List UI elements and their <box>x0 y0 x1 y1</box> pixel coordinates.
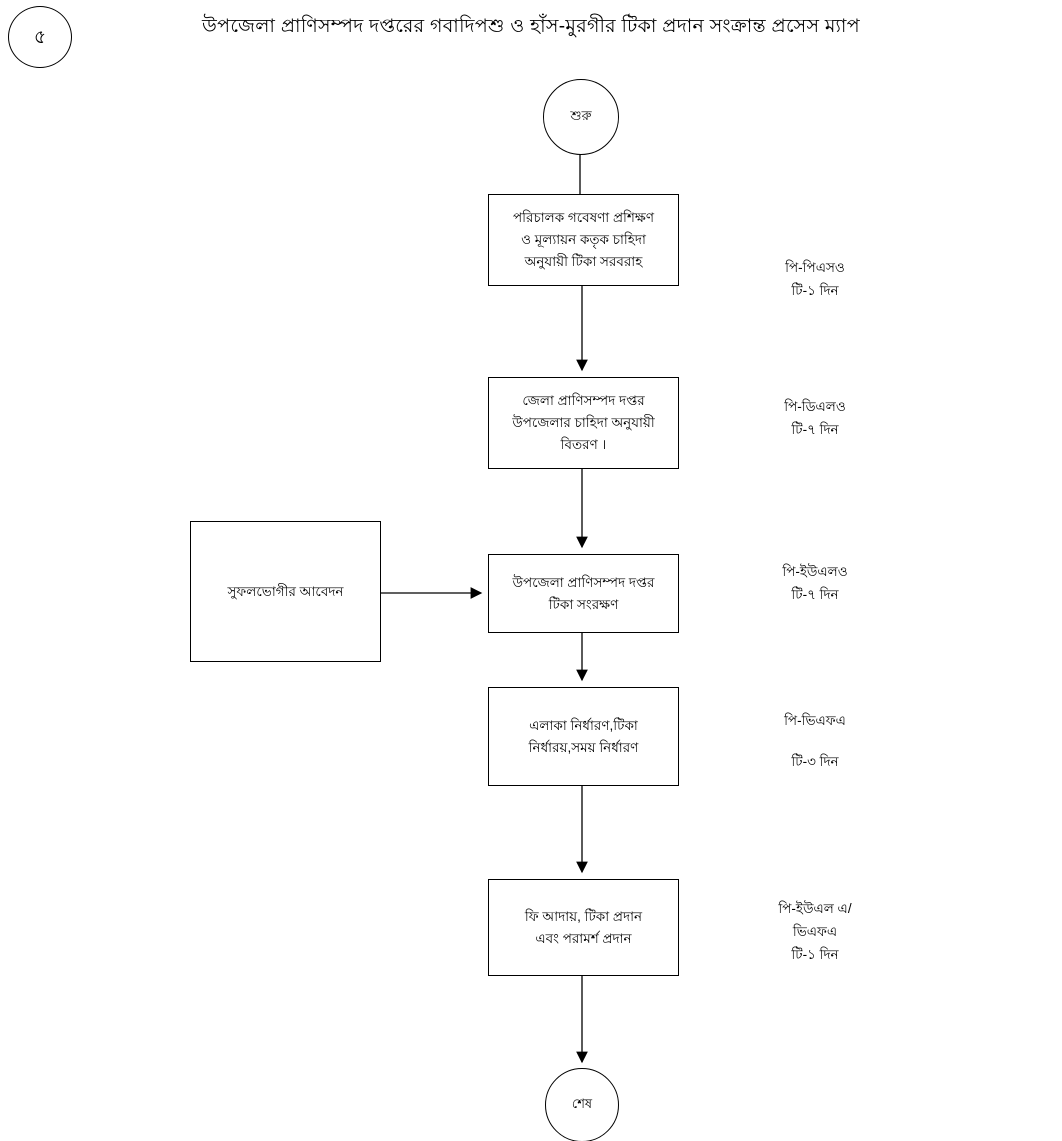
annotation-ulo: পি-ইউএলও টি-৭ দিন <box>720 560 910 606</box>
process-box-district: জেলা প্রাণিসম্পদ দপ্তর উপজেলার চাহিদা অন… <box>488 377 679 469</box>
annotation-line: পি-পিএসও <box>785 260 845 275</box>
annotation-line: ভিএফএ <box>792 924 838 940</box>
process-box-deliver-text: ফি আদায়, টিকা প্রদান এবং পরামর্শ প্রদান <box>525 906 642 950</box>
annotation-line: পি-ভিএফএ <box>784 713 846 728</box>
end-label: শেষ <box>571 1095 593 1111</box>
input-box-applicant: সুফলভোগীর আবেদন <box>190 521 381 662</box>
text-line: নির্ধারয়,সময় নির্ধারণ <box>528 739 639 755</box>
annotation-dlo: পি-ডিএলও টি-৭ দিন <box>720 395 910 441</box>
annotation-ulvfa: পি-ইউএল এ/ ভিএফএ টি-১ দিন <box>720 897 910 967</box>
process-box-deliver: ফি আদায়, টিকা প্রদান এবং পরামর্শ প্রদান <box>488 879 679 976</box>
text-line: এবং পরামর্শ প্রদান <box>535 930 632 946</box>
text-line: এলাকা নির্ধারণ,টিকা <box>529 717 638 733</box>
annotation-line: পি-ইউএলও <box>782 564 848 579</box>
text-line: উপজেলার চাহিদা অনুযায়ী <box>512 415 655 431</box>
page-number-badge: ৫ <box>8 6 72 68</box>
text-line: অনুযায়ী টিকা সরবরাহ <box>524 253 643 269</box>
process-box-plan-text: এলাকা নির্ধারণ,টিকা নির্ধারয়,সময় নির্ধ… <box>529 715 639 759</box>
annotation-psoo: পি-পিএসও টি-১ দিন <box>720 256 910 302</box>
process-box-store: উপজেলা প্রাণিসম্পদ দপ্তর টিকা সংরক্ষণ <box>488 554 679 633</box>
text-line: সুফলভোগীর আবেদন <box>227 583 344 599</box>
page-title: উপজেলা প্রাণিসম্পদ দপ্তরের গবাদিপশু ও হা… <box>202 16 860 37</box>
start-terminator: শুরু <box>543 79 619 155</box>
process-box-district-text: জেলা প্রাণিসম্পদ দপ্তর উপজেলার চাহিদা অন… <box>512 390 655 456</box>
annotation-line: টি-৭ দিন <box>791 587 839 603</box>
annotation-line: পি-ইউএল এ/ <box>778 901 852 916</box>
process-box-supply: পরিচালক গবেষণা প্রশিক্ষণ ও মূল্যায়ন কতৃ… <box>488 194 679 286</box>
process-box-supply-text: পরিচালক গবেষণা প্রশিক্ষণ ও মূল্যায়ন কতৃ… <box>513 207 654 273</box>
text-line: উপজেলা প্রাণিসম্পদ দপ্তর <box>512 574 655 590</box>
text-line: টিকা সংরক্ষণ <box>548 596 619 612</box>
input-box-applicant-text: সুফলভোগীর আবেদন <box>228 581 344 603</box>
annotation-line: টি-১ দিন <box>791 947 839 963</box>
process-box-plan: এলাকা নির্ধারণ,টিকা নির্ধারয়,সময় নির্ধ… <box>488 687 679 786</box>
text-line: পরিচালক গবেষণা প্রশিক্ষণ <box>513 210 654 226</box>
annotation-vfa: পি-ভিএফএ টি-৩ দিন <box>720 700 910 782</box>
annotation-line: টি-১ দিন <box>791 283 839 299</box>
process-box-store-text: উপজেলা প্রাণিসম্পদ দপ্তর টিকা সংরক্ষণ <box>513 572 655 616</box>
annotation-line: টি-৭ দিন <box>791 422 839 438</box>
text-line: জেলা প্রাণিসম্পদ দপ্তর <box>522 393 645 409</box>
text-line: ফি আদায়, টিকা প্রদান <box>524 908 643 924</box>
end-terminator: শেষ <box>545 1068 619 1141</box>
start-label: শুরু <box>570 107 592 123</box>
text-line: ও মূল্যায়ন কতৃক চাহিদা <box>521 232 646 248</box>
text-line: বিতরণ । <box>560 436 607 452</box>
annotation-line: টি-৩ দিন <box>791 754 839 770</box>
page-number-text: ৫ <box>33 26 47 48</box>
annotation-line: পি-ডিএলও <box>784 399 846 414</box>
